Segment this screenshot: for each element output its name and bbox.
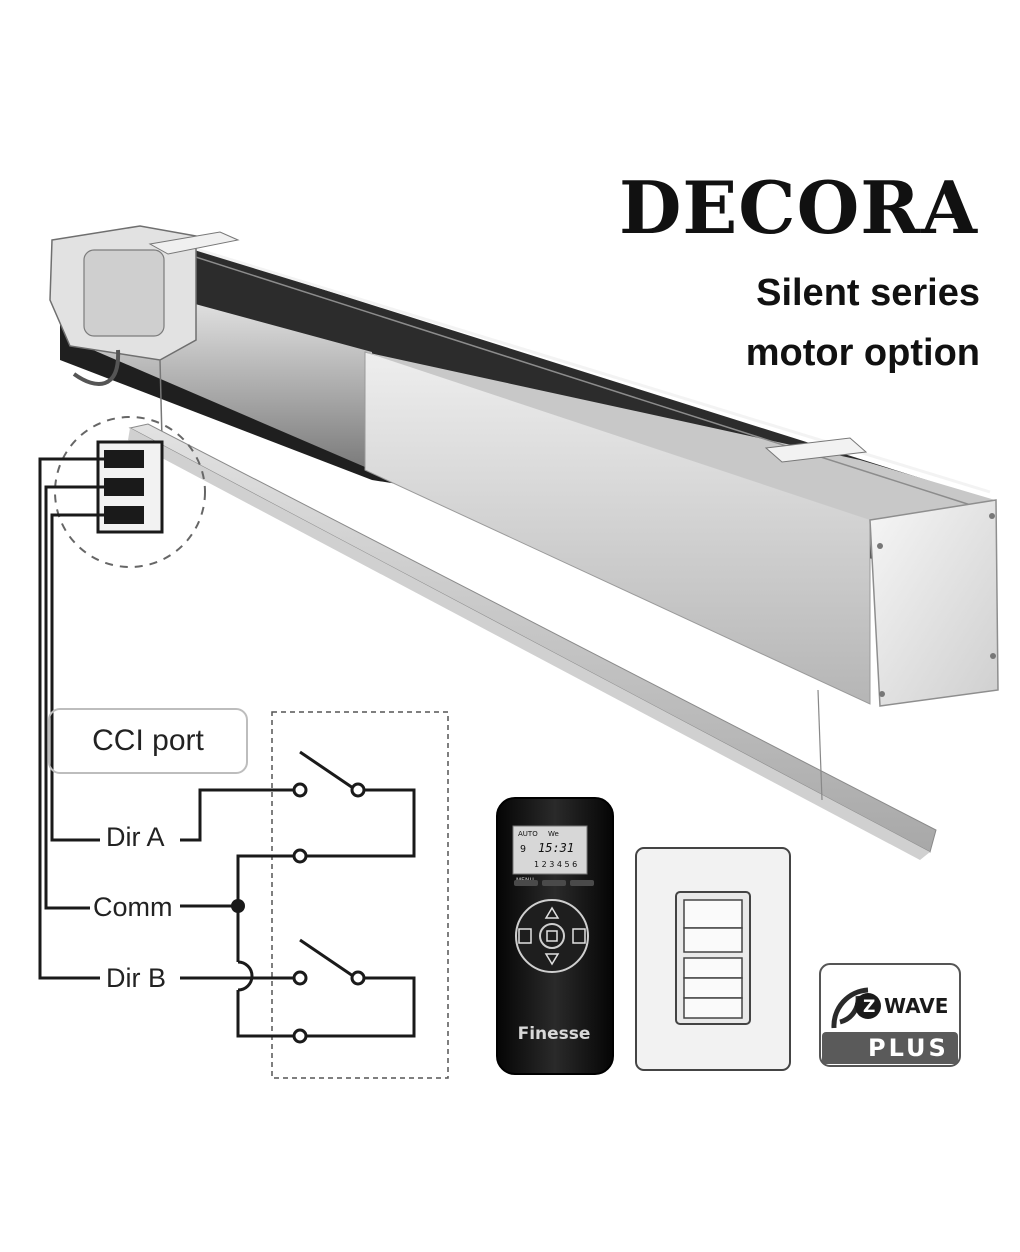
cci-port-label: CCI port — [48, 708, 248, 774]
remote-brand-label: Finesse — [517, 1024, 591, 1044]
cci-port-text: CCI port — [92, 724, 204, 757]
zwave-wave-text: WAVE — [884, 994, 949, 1018]
motor-housing — [49, 225, 999, 707]
zwave-z-letter: Z — [863, 997, 876, 1017]
switch-schematic — [180, 711, 449, 1079]
terminal-connector — [54, 416, 206, 568]
terminal-stubs — [82, 838, 100, 980]
terminal-label-dir-a: Dir A — [106, 822, 165, 852]
brand-subtitle-line-1: Silent series — [756, 272, 980, 314]
terminal-label-comm: Comm — [93, 892, 173, 922]
zwave-plus-text: PLUS — [868, 1034, 949, 1062]
terminal-label-dir-b: Dir B — [106, 963, 166, 993]
brand-title: DECORA — [618, 165, 978, 250]
zwave-plus-badge — [819, 963, 961, 1067]
brand-subtitle-line-2: motor option — [745, 332, 980, 374]
remote-day-text: We — [548, 830, 559, 838]
remote-channel-text: 1 2 3 4 5 6 — [534, 860, 577, 869]
remote-time-text: 15:31 — [538, 841, 574, 855]
bottom-rail — [128, 423, 937, 860]
finesse-remote: AUTO We 9 15:31 1 2 3 4 5 6 MENU — [496, 797, 614, 1075]
wall-switch — [635, 847, 791, 1071]
remote-mode-text: AUTO — [518, 830, 538, 838]
remote-week-text: 9 — [520, 844, 526, 855]
wiring-lines — [38, 457, 104, 980]
